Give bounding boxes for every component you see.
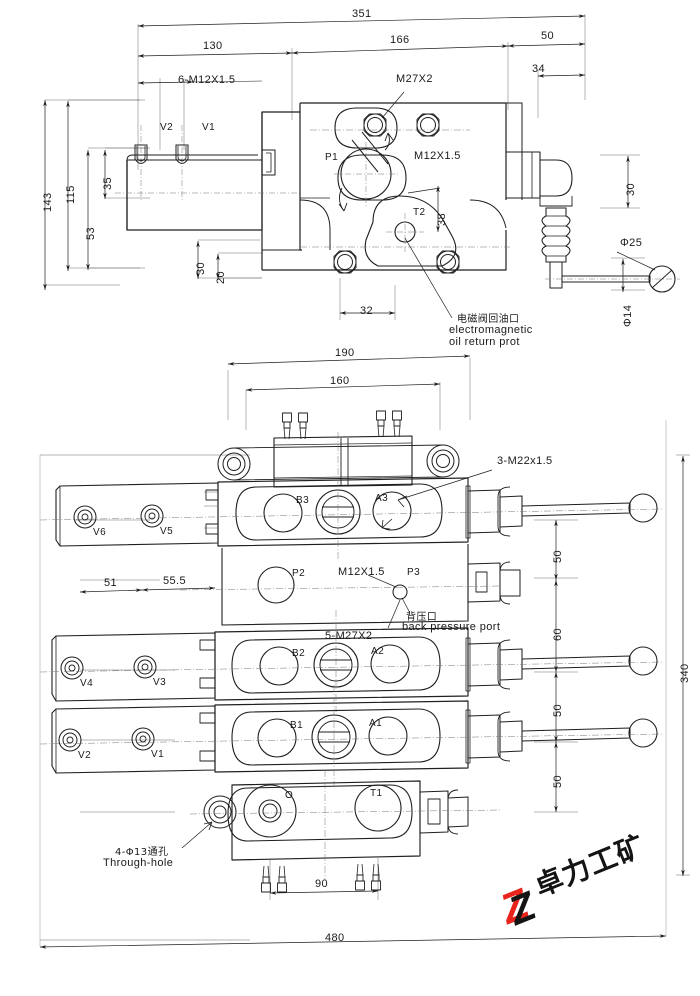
port-label-a3: A3 [375, 493, 389, 504]
port-label-p2: P2 [292, 568, 306, 579]
port-label-p3: P3 [407, 567, 421, 578]
dim-35: 35 [102, 176, 114, 190]
dim-34: 34 [532, 63, 546, 75]
dim-55-5: 55.5 [163, 575, 187, 587]
dim-351: 351 [352, 8, 372, 20]
annotation-electromagnetic-cn: 电磁阀回油口 [457, 314, 520, 325]
port-label-b1: B1 [290, 720, 304, 731]
port-label-v3: V3 [153, 677, 167, 688]
dim-50-s1: 50 [552, 549, 564, 563]
dim-50-s4: 50 [552, 774, 564, 788]
dim-30-handle: 30 [625, 182, 637, 196]
port-label-b2: B2 [292, 648, 306, 659]
dim-30-base: 30 [195, 261, 207, 275]
dim-90: 90 [315, 878, 329, 890]
callout-phi14: Φ14 [622, 304, 634, 327]
callout-m12-top: M12X1.5 [414, 150, 461, 162]
port-label-a2: A2 [371, 646, 385, 657]
port-label-v2-bottom: V2 [78, 750, 92, 761]
dim-50-s3: 50 [552, 703, 564, 717]
port-label-t1: T1 [370, 788, 383, 799]
port-label-v2-top: V2 [160, 122, 174, 133]
dim-50-top: 50 [541, 30, 555, 42]
dim-166: 166 [390, 34, 410, 46]
dim-32: 32 [360, 305, 374, 317]
port-label-o: O [285, 790, 294, 801]
dim-20: 20 [215, 270, 227, 284]
dim-51: 51 [104, 577, 118, 589]
dim-60-s2: 60 [552, 627, 564, 641]
annotation-electromagnetic-en2: oil return prot [449, 336, 520, 348]
annotation-back-pressure-cn: 背压口 [406, 612, 438, 623]
callout-m12-bottom: M12X1.5 [338, 566, 385, 578]
port-label-a1: A1 [369, 718, 383, 729]
dim-143: 143 [42, 192, 54, 212]
dim-480: 480 [325, 932, 345, 944]
dim-160: 160 [330, 375, 350, 387]
dim-38: 38 [436, 212, 448, 226]
callout-m27x2: M27X2 [396, 73, 433, 85]
callout-5-m27: 5-M27X2 [325, 630, 373, 642]
port-label-v1-top: V1 [202, 122, 216, 133]
callout-phi25: Φ25 [620, 237, 643, 249]
port-label-v4: V4 [80, 678, 94, 689]
dim-115: 115 [65, 185, 77, 204]
port-label-b3: B3 [296, 495, 310, 506]
dim-340: 340 [679, 663, 691, 683]
logo-company-name: 卓力工矿 [529, 828, 650, 903]
port-label-v6: V6 [93, 527, 107, 538]
dim-190: 190 [335, 347, 355, 359]
callout-3-m22: 3-M22x1.5 [497, 455, 553, 467]
dim-53: 53 [85, 226, 97, 240]
callout-6-m12: 6-M12X1.5 [178, 74, 236, 86]
port-label-p1: P1 [325, 152, 339, 163]
dim-130: 130 [203, 40, 223, 52]
annotation-through-hole-cn: 4-Φ13通孔 [115, 847, 169, 858]
port-label-v5: V5 [160, 526, 174, 537]
port-label-t2: T2 [413, 207, 426, 218]
annotation-through-hole-en: Through-hole [103, 857, 174, 869]
annotation-back-pressure-en: back pressure port [402, 621, 501, 633]
annotation-electromagnetic-en1: electromagnetic [449, 324, 533, 336]
port-label-v1-bottom: V1 [151, 749, 165, 760]
